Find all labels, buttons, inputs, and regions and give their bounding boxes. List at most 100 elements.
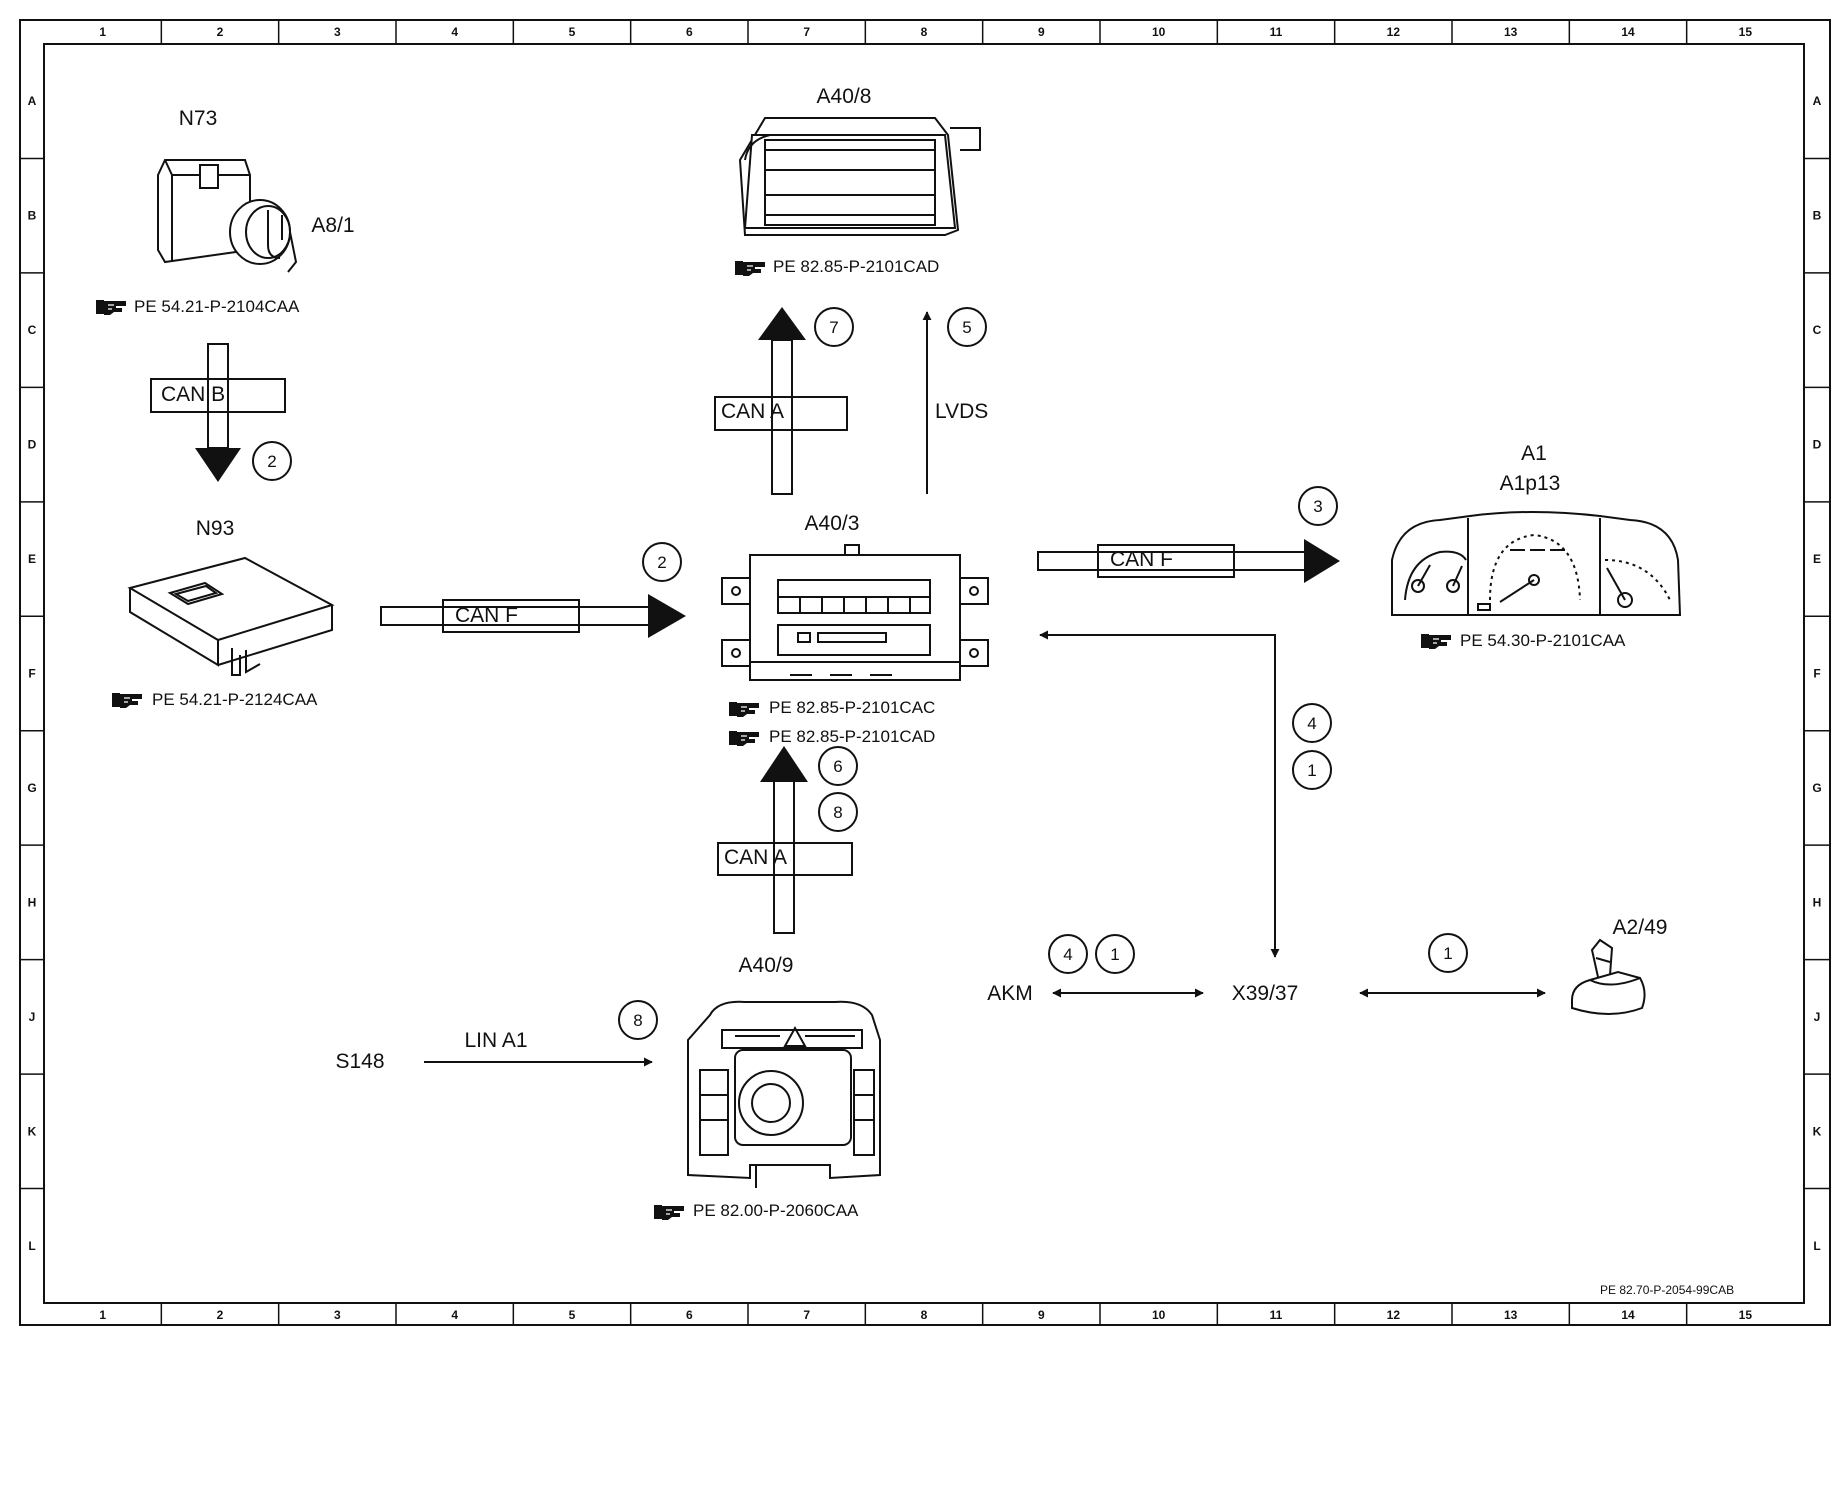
- grid-col-label-bottom: 8: [921, 1308, 928, 1322]
- n93-ref-pointer-icon: [111, 692, 143, 709]
- grid-col-label-top: 3: [334, 25, 341, 39]
- grid-col-label-top: 15: [1739, 25, 1753, 39]
- grid-row-label-left: E: [28, 552, 36, 566]
- a1-reference: PE 54.30-P-2101CAA: [1460, 631, 1626, 650]
- can-f-left-label: CAN F: [455, 604, 518, 627]
- a40-3-control-unit: A40/3 PE 82.85-P-2101CAC PE 82.85-P-2101…: [721, 512, 989, 747]
- a40-3-x39-37-link: 4 1: [1039, 630, 1332, 958]
- instrument-cluster-icon: [1391, 511, 1682, 616]
- callout-2-can-b: 2: [267, 452, 276, 471]
- grid-col-label-bottom: 10: [1152, 1308, 1166, 1322]
- grid-col-label-bottom: 13: [1504, 1308, 1518, 1322]
- a40-9-reference: PE 82.00-P-2060CAA: [693, 1201, 859, 1220]
- antenna-icon: [1571, 938, 1646, 1015]
- grid-row-label-left: C: [28, 323, 37, 337]
- grid-row-label-right: C: [1813, 323, 1822, 337]
- grid-col-label-bottom: 5: [569, 1308, 576, 1322]
- grid-col-label-top: 10: [1152, 25, 1166, 39]
- grid-row-label-left: F: [28, 667, 35, 681]
- callout-2-can-f: 2: [657, 553, 666, 572]
- callout-7: 7: [829, 318, 838, 337]
- grid-col-label-top: 12: [1387, 25, 1401, 39]
- n93-label: N93: [196, 517, 235, 540]
- grid-row-label-right: D: [1813, 438, 1822, 452]
- can-f-bus-right: CAN F 3: [1037, 486, 1340, 583]
- grid-row-label-right: E: [1813, 552, 1821, 566]
- callout-8-can-a: 8: [833, 803, 842, 822]
- can-a-bottom-label: CAN A: [724, 846, 787, 869]
- grid-row-label-left: J: [29, 1010, 36, 1024]
- n93-module: N93 PE 54.21-P-2124CAA: [111, 517, 335, 709]
- callout-1-vertical: 1: [1307, 761, 1316, 780]
- callout-5: 5: [962, 318, 971, 337]
- lin-a1-label: LIN A1: [464, 1029, 527, 1052]
- grid-col-label-top: 11: [1270, 25, 1283, 39]
- control-panel-icon: [687, 1000, 881, 1188]
- a40-3-ref-pointer-icon-1: [728, 701, 760, 718]
- grid-row-label-right: B: [1813, 209, 1822, 223]
- grid-row-label-right: K: [1813, 1124, 1822, 1138]
- callout-1-a2-49: 1: [1443, 944, 1452, 963]
- grid-row-label-left: G: [27, 781, 36, 795]
- grid-col-label-top: 4: [451, 25, 458, 39]
- a1-ref-pointer-icon: [1420, 633, 1452, 650]
- drawing-frame: 1122334455667788991010111112121313141415…: [19, 19, 1831, 1326]
- can-b-label: CAN B: [161, 383, 225, 406]
- can-a-bottom-arrowhead: [760, 746, 808, 782]
- grid-row-label-left: B: [28, 209, 37, 223]
- callout-4-akm: 4: [1063, 945, 1072, 964]
- grid-col-label-bottom: 15: [1739, 1308, 1753, 1322]
- grid-col-label-bottom: 2: [217, 1308, 224, 1322]
- control-unit-box-icon: [127, 556, 335, 676]
- callout-4-vertical: 4: [1307, 714, 1316, 733]
- a40-8-display: A40/8 PE 82.85-P-2101CAD: [734, 85, 981, 277]
- akm-label: AKM: [987, 982, 1033, 1005]
- a40-3-ref-pointer-icon-2: [728, 730, 760, 747]
- a40-8-label: A40/8: [817, 85, 872, 108]
- can-b-arrowhead: [195, 448, 241, 482]
- a8-1-label: A8/1: [311, 214, 354, 237]
- grid-col-label-top: 6: [686, 25, 693, 39]
- grid-row-label-left: K: [28, 1124, 37, 1138]
- a2-49-label: A2/49: [1613, 916, 1668, 939]
- grid-row-label-left: A: [28, 94, 37, 108]
- grid-col-label-bottom: 3: [334, 1308, 341, 1322]
- document-code: PE 82.70-P-2054-99CAB: [1600, 1283, 1734, 1297]
- grid-row-label-right: F: [1813, 667, 1820, 681]
- x39-37-a2-49-link: 1: [1359, 933, 1546, 998]
- can-a-top-label: CAN A: [721, 400, 784, 423]
- can-a-bus-bottom: CAN A 6 8: [717, 746, 858, 934]
- grid-col-label-bottom: 6: [686, 1308, 693, 1322]
- grid-col-label-bottom: 9: [1038, 1308, 1045, 1322]
- can-f-right-label: CAN F: [1110, 548, 1173, 571]
- grid-col-label-top: 9: [1038, 25, 1045, 39]
- display-unit-icon: [738, 117, 981, 236]
- grid-col-label-top: 7: [803, 25, 810, 39]
- callout-1-akm: 1: [1110, 945, 1119, 964]
- a2-49-antenna: A2/49: [1571, 916, 1668, 1015]
- n73-ignition-switch: N73 A8/1 PE 54.21-P-2104CAA: [95, 107, 355, 316]
- can-a-top-arrowhead: [758, 307, 806, 340]
- n73-label: N73: [179, 107, 218, 130]
- s148-label: S148: [335, 1050, 384, 1073]
- a1p13-label: A1p13: [1500, 472, 1561, 495]
- grid-col-label-bottom: 12: [1387, 1308, 1401, 1322]
- grid-col-label-top: 13: [1504, 25, 1518, 39]
- grid-col-label-top: 8: [921, 25, 928, 39]
- akm-x39-37-link: AKM 4 1 X39/37: [987, 934, 1298, 1005]
- grid-row-label-right: A: [1813, 94, 1822, 108]
- grid-row-label-right: H: [1813, 895, 1822, 909]
- grid-col-label-bottom: 14: [1621, 1308, 1635, 1322]
- grid-row-label-left: H: [28, 895, 37, 909]
- a40-9-ref-pointer-icon: [653, 1204, 685, 1221]
- a40-9-label: A40/9: [739, 954, 794, 977]
- can-b-bus: CAN B 2: [150, 343, 292, 482]
- can-f-left-arrowhead: [648, 594, 686, 638]
- n73-ref-pointer-icon: [95, 299, 127, 316]
- ignition-switch-icon: [157, 159, 298, 273]
- grid-row-label-right: J: [1814, 1010, 1821, 1024]
- grid-row-label-right: G: [1812, 781, 1821, 795]
- grid-col-label-top: 5: [569, 25, 576, 39]
- grid-row-label-right: L: [1813, 1239, 1820, 1253]
- a1-instrument-cluster: A1 A1p13 PE 54.30-P-2101CAA: [1391, 442, 1682, 650]
